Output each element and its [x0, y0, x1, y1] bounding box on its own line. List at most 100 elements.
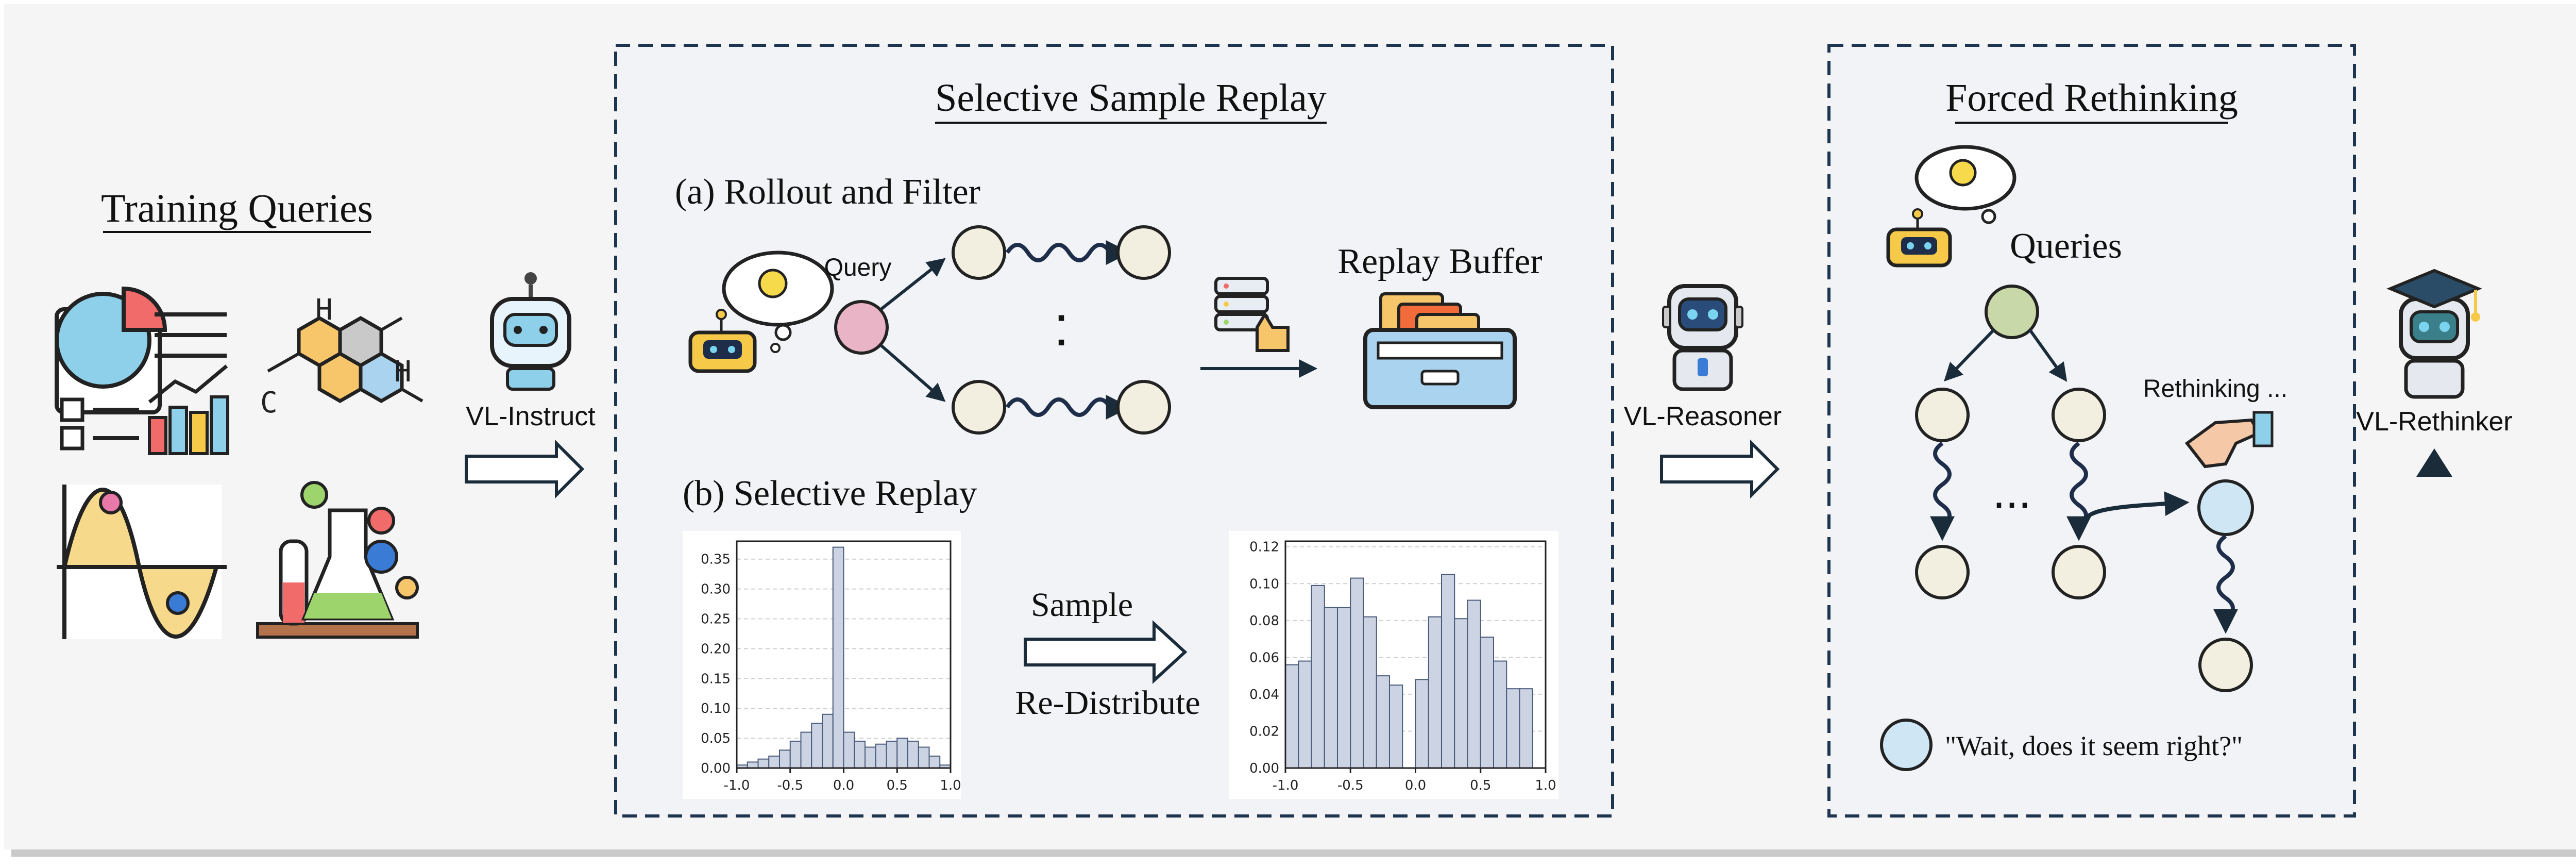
- pointing-hand-icon: [2184, 411, 2274, 469]
- training-queries-title: Training Queries: [101, 186, 373, 230]
- y-tick-label: 0.05: [701, 731, 731, 746]
- wave-left: [1930, 441, 1955, 541]
- queries-label: Queries: [2010, 226, 2122, 266]
- histogram-before: 0.000.050.100.150.200.250.300.35-1.0-0.5…: [683, 531, 961, 799]
- y-tick-label: 0.15: [701, 671, 731, 687]
- query-edge-upper: [880, 258, 946, 311]
- histogram-bar: [768, 755, 780, 769]
- histogram-bar: [865, 746, 876, 769]
- y-tick-label: 0.20: [701, 641, 731, 657]
- x-tick-label: -1.0: [1273, 778, 1299, 793]
- rollout-end-node-upper: [1116, 225, 1171, 280]
- rollout-end-node-lower: [1116, 380, 1171, 435]
- histogram-bar: [1324, 607, 1338, 769]
- x-tick-label: 1.0: [1535, 778, 1556, 793]
- tree-leaf-right: [2052, 545, 2106, 599]
- histogram-bar: [832, 546, 844, 769]
- x-tick-label: -1.0: [724, 778, 750, 793]
- histogram-bar: [1467, 599, 1481, 769]
- histogram-bar: [843, 731, 855, 769]
- histogram-bar: [1506, 688, 1520, 769]
- histogram-bar: [757, 758, 770, 769]
- histogram-bar: [1428, 616, 1442, 769]
- molecule-label-h1: H: [315, 293, 333, 327]
- tree-ellipsis: ...: [1992, 466, 2031, 518]
- instruct-model-label: VL-Instruct: [466, 402, 596, 431]
- histogram-bar: [1285, 664, 1299, 769]
- molecule-icon: H H C: [260, 293, 423, 420]
- y-tick-label: 0.10: [1249, 576, 1279, 592]
- histogram-bar: [789, 740, 802, 769]
- query-edge-lower: [880, 344, 946, 402]
- histogram-bar: [811, 723, 823, 769]
- lab-flask-icon: [256, 481, 419, 639]
- sample-label: Sample: [1031, 586, 1133, 624]
- rethinker-model-label: VL-Rethinker: [2356, 407, 2512, 437]
- histogram-bar: [1376, 675, 1390, 769]
- histogram-bar: [1350, 577, 1364, 769]
- rethink-quote: "Wait, does it seem right?": [1945, 730, 2243, 761]
- y-tick-label: 0.10: [701, 701, 731, 716]
- y-tick-label: 0.00: [1249, 761, 1279, 776]
- y-tick-label: 0.00: [701, 761, 731, 776]
- tree-node-left: [1915, 388, 1970, 442]
- y-tick-label: 0.04: [1249, 687, 1279, 703]
- rethink-redirect-arrow: [2077, 491, 2190, 537]
- rethink-node: [2197, 479, 2254, 536]
- histogram-bar: [1480, 637, 1494, 769]
- x-tick-label: 0.5: [887, 778, 908, 793]
- redistribute-label: Re-Distribute: [1015, 684, 1200, 722]
- y-tick-label: 0.30: [701, 582, 731, 597]
- root-edge-left: [1943, 328, 1995, 382]
- thinking-robot-icon: [688, 251, 834, 373]
- x-tick-label: 0.0: [833, 778, 854, 793]
- rollout-wave-upper: [1005, 240, 1131, 265]
- x-tick-label: -0.5: [1337, 778, 1364, 793]
- section-b-label: (b) Selective Replay: [683, 474, 977, 513]
- rethinker-marker-triangle: [2416, 448, 2452, 477]
- histogram-bar: [1389, 685, 1403, 769]
- root-edge-right: [2028, 329, 2067, 382]
- section-a-label: (a) Rollout and Filter: [675, 172, 980, 212]
- wave-right: [2066, 441, 2091, 541]
- histogram-bar: [918, 746, 930, 769]
- rollout-start-node-lower: [952, 380, 1006, 435]
- wave-rethink: [2213, 534, 2238, 634]
- redistribute-arrow: [1024, 620, 1188, 684]
- histogram-bar: [854, 740, 866, 769]
- y-tick-label: 0.12: [1249, 540, 1279, 555]
- histogram-bar: [875, 743, 887, 769]
- rethinking-label: Rethinking ...: [2143, 375, 2287, 403]
- histogram-bar: [1441, 574, 1455, 769]
- y-tick-label: 0.02: [1249, 724, 1279, 739]
- histogram-bar: [1311, 585, 1325, 769]
- rethink-thinking-robot-icon: [1886, 145, 2016, 268]
- report-icon: [55, 286, 229, 455]
- reasoner-robot-icon: [1662, 284, 1743, 391]
- y-tick-label: 0.06: [1249, 650, 1279, 665]
- server-thumbs-up-icon: [1214, 277, 1290, 352]
- rollout-start-node-upper: [952, 225, 1006, 280]
- histogram-bar: [1337, 607, 1351, 769]
- replay-buffer-drawer-icon: [1363, 292, 1517, 409]
- histogram-bar: [800, 731, 812, 769]
- x-tick-label: 0.0: [1405, 778, 1426, 793]
- x-tick-label: -0.5: [777, 778, 803, 793]
- replay-buffer-label: Replay Buffer: [1337, 242, 1542, 281]
- histogram-bar: [886, 740, 898, 769]
- histogram-bar: [1415, 679, 1429, 769]
- tree-leaf-left: [1915, 545, 1970, 599]
- rollout-wave-lower: [1005, 395, 1131, 420]
- histogram-bar: [1493, 660, 1507, 769]
- histogram-bar: [907, 740, 919, 769]
- histogram-bar: [822, 713, 834, 769]
- legend-rethink-node: [1880, 719, 1933, 771]
- root-query-node: [1985, 285, 2039, 339]
- rollout-vertical-dots: :: [1054, 294, 1070, 358]
- replay-title: Selective Sample Replay: [935, 76, 1327, 120]
- y-tick-label: 0.25: [701, 612, 731, 627]
- x-tick-label: 0.5: [1470, 778, 1491, 793]
- histogram-bar: [1298, 660, 1312, 769]
